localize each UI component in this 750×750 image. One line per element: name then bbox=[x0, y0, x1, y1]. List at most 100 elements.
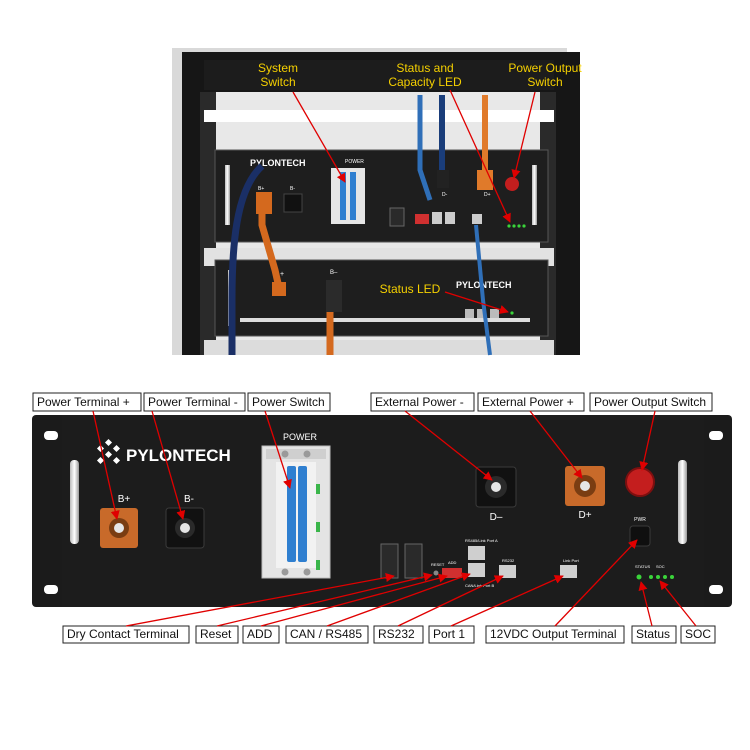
upper-handle-left bbox=[225, 165, 230, 225]
arrow-power-terminal-minus bbox=[151, 410, 186, 520]
d-plus-terminal bbox=[565, 466, 605, 506]
photo-label-system-switch-2: Switch bbox=[260, 75, 295, 89]
callout-12vdc-output: 12VDC Output Terminal bbox=[490, 627, 617, 641]
upper-b-minus: B- bbox=[290, 186, 295, 192]
d-minus-terminal bbox=[475, 466, 517, 508]
reset-button[interactable] bbox=[433, 570, 439, 576]
callout-power-terminal-plus: Power Terminal + bbox=[37, 395, 130, 409]
rs485-port[interactable] bbox=[468, 546, 485, 560]
d-minus-label: D– bbox=[490, 512, 503, 523]
pwr-label: PWR bbox=[634, 517, 646, 523]
status-led bbox=[636, 574, 642, 580]
arrow-rs232 bbox=[397, 575, 504, 627]
callout-power-switch: Power Switch bbox=[252, 395, 325, 409]
callout-box-soc bbox=[680, 625, 716, 644]
callout-dry-contact: Dry Contact Terminal bbox=[67, 627, 179, 641]
callout-box-external-power-plus bbox=[477, 392, 585, 412]
photo-arrow-status-led bbox=[444, 291, 509, 314]
photo-label-power-output-1: Power Output bbox=[508, 61, 582, 75]
cable-navy-left bbox=[228, 163, 265, 355]
lower-port-1 bbox=[465, 309, 474, 318]
top-callouts: Power Terminal + Power Terminal - Power … bbox=[32, 392, 713, 412]
b-plus-label: B+ bbox=[118, 494, 131, 505]
add-dip-switch[interactable] bbox=[442, 568, 462, 578]
callout-can-rs485: CAN / RS485 bbox=[290, 627, 362, 641]
lower-status-led bbox=[510, 311, 514, 315]
upper-breaker-toggle bbox=[340, 172, 346, 220]
photo-label-status-capacity-1: Status and bbox=[396, 61, 453, 75]
arrow-soc bbox=[659, 580, 697, 627]
upper-led-4 bbox=[522, 224, 526, 228]
callout-external-power-plus: External Power + bbox=[482, 395, 574, 409]
photo-lower-module: PYLONTECH + B– bbox=[204, 248, 554, 337]
ear-slot-left-bottom bbox=[44, 585, 58, 594]
pwr-button[interactable] bbox=[629, 525, 651, 547]
arrow-12vdc-output bbox=[554, 539, 638, 627]
cable-blue-1 bbox=[417, 95, 433, 201]
black-plug-lower bbox=[326, 280, 342, 312]
callout-soc: SOC bbox=[685, 627, 711, 641]
upper-power-output-switch bbox=[505, 177, 519, 191]
arrow-reset bbox=[216, 572, 433, 627]
power-switch-breaker bbox=[261, 445, 331, 579]
upper-rj45-b bbox=[445, 212, 455, 224]
rs485-text: RS485/Link Port A bbox=[465, 538, 498, 543]
status-text: STATUS bbox=[635, 564, 651, 569]
d-plus-label: D+ bbox=[578, 510, 591, 521]
arrow-power-switch bbox=[264, 410, 292, 489]
arrow-dry-contact bbox=[125, 573, 395, 627]
callout-status: Status bbox=[636, 627, 670, 641]
b-minus-terminal bbox=[165, 507, 205, 549]
upper-b-plus: B+ bbox=[258, 186, 264, 192]
arrow-power-output-switch bbox=[639, 410, 656, 471]
arrow-status bbox=[638, 581, 653, 627]
upper-led-2 bbox=[512, 224, 516, 228]
orange-plug-lower bbox=[272, 282, 286, 296]
callout-box-external-power-minus bbox=[370, 392, 475, 412]
link-port[interactable] bbox=[560, 565, 577, 578]
dry-contact-terminal-2 bbox=[404, 543, 423, 579]
upper-power-label: POWER bbox=[345, 159, 364, 165]
upper-breaker bbox=[331, 168, 365, 224]
panel-brand: PYLONTECH bbox=[126, 446, 231, 465]
callout-add: ADD bbox=[247, 627, 273, 641]
ear-slot-right-top bbox=[709, 431, 723, 440]
lower-port-3 bbox=[490, 309, 499, 318]
panel-ear-right bbox=[700, 415, 732, 607]
power-output-switch[interactable] bbox=[625, 467, 655, 497]
callout-port1: Port 1 bbox=[433, 627, 465, 641]
soc-led-4 bbox=[670, 575, 674, 579]
callout-reset: Reset bbox=[200, 627, 232, 641]
rs232-port[interactable] bbox=[499, 565, 516, 578]
lower-plus: + bbox=[280, 271, 284, 278]
arrow-power-terminal-plus bbox=[92, 410, 120, 520]
lower-brand: PYLONTECH bbox=[456, 280, 512, 290]
photo-arrow-system-switch bbox=[292, 91, 346, 183]
upper-add-switch bbox=[415, 214, 429, 224]
cable-blue-lower bbox=[474, 224, 492, 356]
black-plug-d-minus bbox=[437, 170, 449, 188]
callout-power-output-switch: Power Output Switch bbox=[594, 395, 706, 409]
callout-power-terminal-minus: Power Terminal - bbox=[148, 395, 238, 409]
ear-slot-right-bottom bbox=[709, 585, 723, 594]
soc-led-2 bbox=[656, 575, 660, 579]
photo-label-status-led: Status LED bbox=[380, 282, 441, 296]
handle-left bbox=[70, 460, 79, 544]
upper-d-plus: D+ bbox=[484, 192, 491, 198]
panel-power-label: POWER bbox=[283, 432, 318, 442]
upper-rj45-a bbox=[432, 212, 442, 224]
arrow-add bbox=[260, 573, 448, 627]
ear-slot-left-top bbox=[44, 431, 58, 440]
callout-box-power-terminal-plus bbox=[32, 392, 142, 412]
panel-arrows bbox=[92, 410, 697, 627]
arrow-can-rs485 bbox=[326, 572, 471, 627]
can-port[interactable] bbox=[468, 563, 485, 577]
breaker-toggle-2 bbox=[298, 466, 307, 562]
photo-arrow-power-output bbox=[511, 91, 536, 179]
rack-shelf bbox=[204, 110, 554, 122]
lower-module-body bbox=[214, 259, 549, 337]
callout-external-power-minus: External Power - bbox=[375, 395, 464, 409]
soc-led-3 bbox=[663, 575, 667, 579]
callout-box-power-output-switch bbox=[589, 392, 713, 412]
